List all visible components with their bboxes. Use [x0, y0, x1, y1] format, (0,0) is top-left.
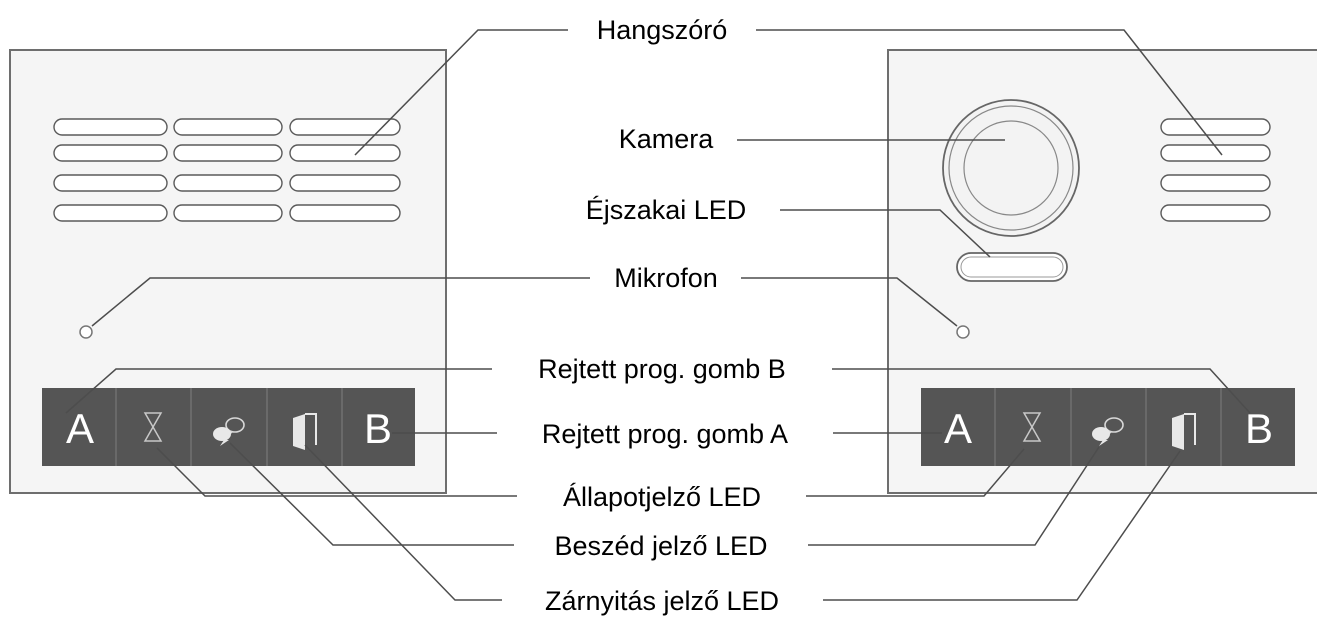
door-icon [293, 413, 317, 450]
video-panel: A B [887, 49, 1317, 494]
label-hidden-button-a: Rejtett prog. gomb A [542, 419, 788, 449]
key-a-left: A [66, 405, 94, 452]
camera-lens [942, 99, 1080, 237]
microphone-hole-left [79, 325, 93, 339]
label-microphone: Mikrofon [614, 263, 718, 293]
speaker-grille-right [1160, 118, 1271, 222]
label-hidden-button-b: Rejtett prog. gomb B [538, 354, 786, 384]
hourglass-icon [1022, 412, 1042, 442]
button-strip-left: A B [42, 388, 415, 466]
key-b-left: B [364, 405, 392, 452]
key-a-right: A [944, 405, 972, 452]
label-night-led: Éjszakai LED [586, 195, 747, 225]
callout-labels: Hangszóró Kamera Éjszakai LED Mikrofon R… [538, 15, 788, 616]
speech-bubble-icon [213, 417, 245, 446]
night-led-inner [960, 256, 1064, 278]
label-camera: Kamera [619, 124, 715, 154]
leader-lines [65, 29, 1251, 601]
microphone-hole-right [956, 325, 970, 339]
label-speech-led: Beszéd jelző LED [554, 531, 767, 561]
hourglass-icon [143, 412, 163, 442]
audio-panel: A B [9, 49, 447, 494]
night-led [956, 252, 1068, 282]
speaker-grille-left [53, 118, 401, 222]
label-speaker: Hangszóró [597, 15, 728, 45]
label-lock-led: Zárnyitás jelző LED [545, 586, 779, 616]
speech-bubble-icon [1092, 417, 1124, 446]
label-status-led: Állapotjelző LED [563, 482, 761, 512]
button-strip-right: A B [921, 388, 1295, 466]
door-icon [1172, 413, 1196, 450]
